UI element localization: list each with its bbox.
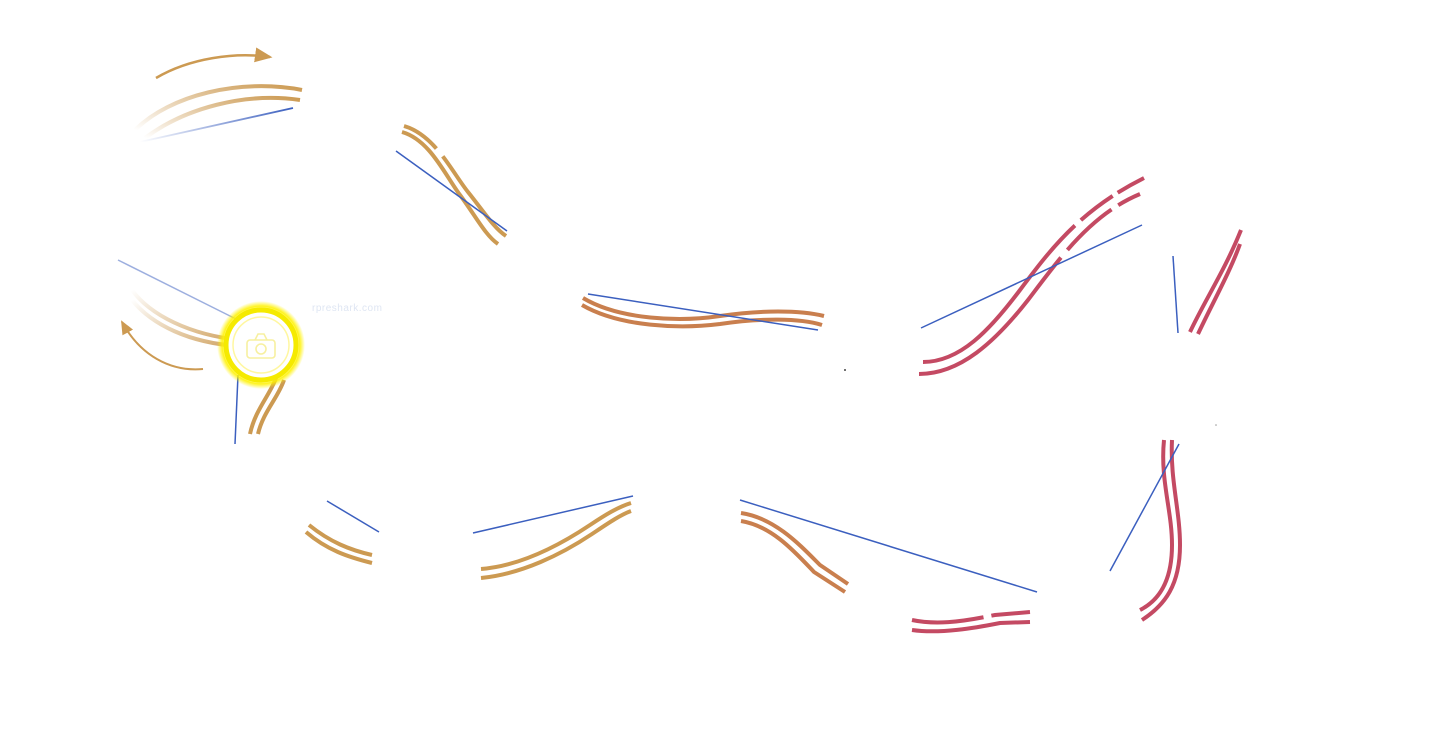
rope-segment-4 — [918, 176, 1145, 376]
rope-segment-2 — [401, 124, 508, 246]
rope-segment-3 — [580, 296, 825, 329]
rope-fade-top-inner — [143, 95, 301, 140]
rope-segment-7 — [911, 610, 1031, 634]
connector-line-5 — [1172, 255, 1179, 334]
camera-lock-icon — [246, 333, 276, 359]
rope-fade-top-outer — [133, 84, 303, 132]
connector-line-10 — [326, 500, 380, 533]
connector-line-1 — [234, 374, 239, 445]
speck — [1215, 424, 1217, 426]
rope-segment-5 — [1188, 229, 1243, 335]
speck — [844, 369, 846, 371]
connector-line-4 — [920, 224, 1143, 329]
rope-segment-8 — [740, 511, 850, 594]
rotation-arrow-top — [155, 47, 273, 80]
connector-line-9 — [472, 495, 634, 534]
brand-logo — [217, 301, 305, 389]
logo-caption: rpreshark.com — [312, 303, 383, 314]
rope-segment-6 — [1139, 439, 1183, 622]
connector-line-3 — [587, 293, 819, 331]
rope-segment-9 — [480, 501, 632, 580]
connector-line-top — [139, 107, 294, 143]
connector-line-2 — [395, 150, 508, 232]
connector-line-6 — [1109, 443, 1180, 572]
connector-line-8 — [739, 499, 1038, 593]
rope-segment-10 — [304, 523, 373, 565]
rotation-arrow-left — [121, 320, 204, 371]
connector-line-left — [117, 259, 239, 321]
